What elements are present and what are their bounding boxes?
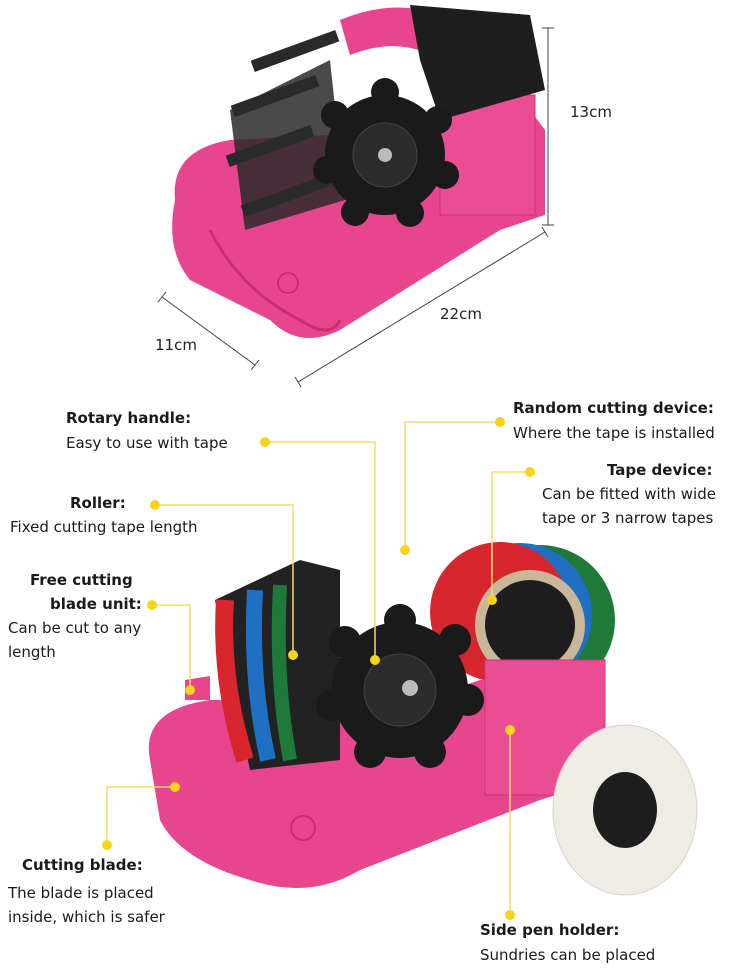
cutting-blade-text-2: inside, which is safer [8, 908, 165, 926]
tape-device-title: Tape device: [607, 461, 713, 479]
cutting-blade-text-1: The blade is placed [8, 884, 154, 902]
callout-dots [102, 417, 535, 920]
dimension-lines [157, 27, 554, 388]
roller-title: Roller: [70, 494, 126, 512]
free-cutting-title-2: blade unit: [50, 595, 142, 613]
width-label: 11cm [155, 336, 197, 354]
rotary-handle-text: Easy to use with tape [66, 434, 228, 452]
side-pen-holder-text: Sundries can be placed [480, 946, 656, 964]
random-cutting-text: Where the tape is installed [513, 424, 715, 442]
roller-text: Fixed cutting tape length [10, 518, 198, 536]
top-dispenser-image [172, 5, 545, 338]
free-cutting-text-2: length [8, 643, 56, 661]
tape-device-text-1: Can be fitted with wide [542, 485, 716, 503]
tape-device-text-2: tape or 3 narrow tapes [542, 509, 714, 527]
callout-lines [106, 421, 530, 915]
side-pen-holder-title: Side pen holder: [480, 921, 620, 939]
cutting-blade-title: Cutting blade: [22, 856, 143, 874]
length-label: 22cm [440, 305, 482, 323]
free-cutting-title-1: Free cutting [30, 571, 133, 589]
height-label: 13cm [570, 103, 612, 121]
rotary-handle-title: Rotary handle: [66, 409, 192, 427]
random-cutting-title: Random cutting device: [513, 399, 714, 417]
bottom-dispenser-image [148, 542, 698, 896]
free-cutting-text-1: Can be cut to any [8, 619, 142, 637]
